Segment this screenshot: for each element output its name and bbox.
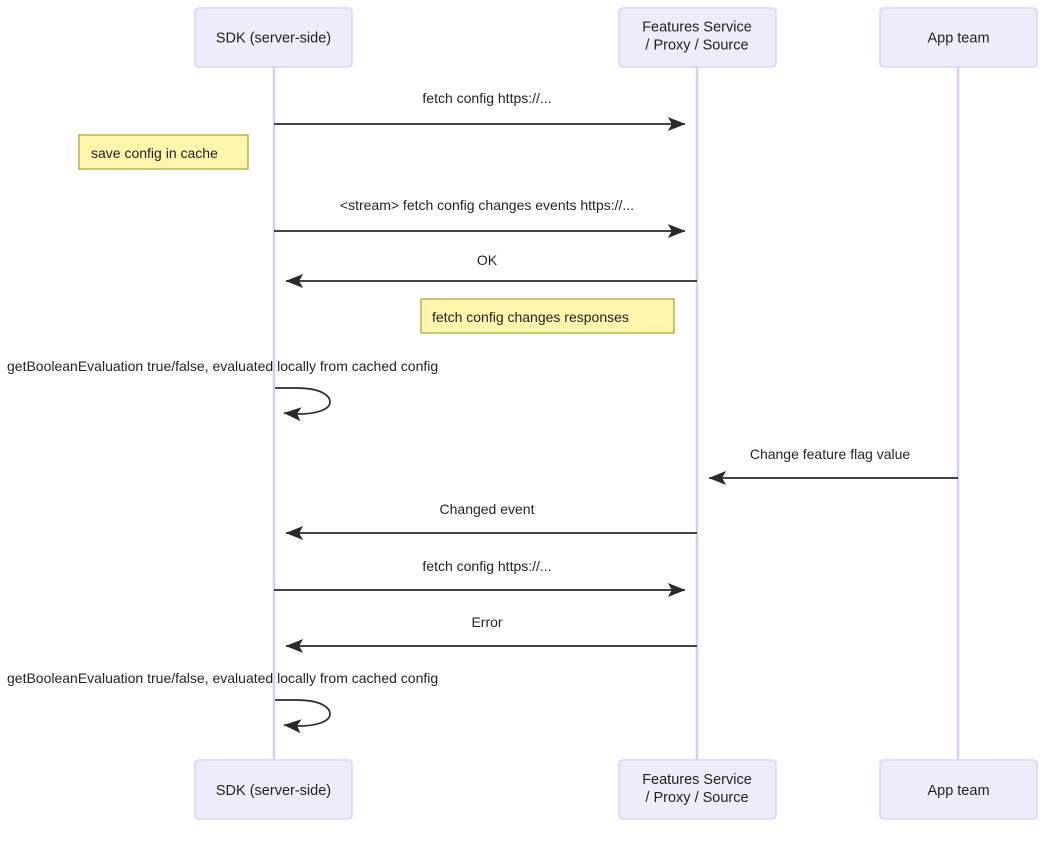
note-save-config-in-cache: save config in cache xyxy=(78,134,249,170)
participant-label: SDK (server-side) xyxy=(216,31,331,47)
message-fetch-config-1: fetch config https://... xyxy=(274,90,686,132)
self-loop-path xyxy=(275,387,331,422)
participant-label-line1: Features Service xyxy=(642,772,752,788)
message-label: fetch config https://... xyxy=(422,558,551,574)
participant-label-line1: Features Service xyxy=(642,20,752,36)
participant-label-line2: / Proxy / Source xyxy=(645,38,748,54)
message-fetch-config-2: fetch config https://... xyxy=(274,558,686,598)
message-changed-event: Changed event xyxy=(285,501,697,541)
message-label: Change feature flag value xyxy=(750,446,911,462)
message-label: getBooleanEvaluation true/false, evaluat… xyxy=(7,358,438,374)
participant-label: App team xyxy=(927,783,989,799)
message-stream-fetch-config-changes: <stream> fetch config changes events htt… xyxy=(274,197,686,239)
message-label: Error xyxy=(471,614,502,630)
message-label: <stream> fetch config changes events htt… xyxy=(340,197,634,213)
note-fetch-config-changes-responses: fetch config changes responses xyxy=(420,298,675,334)
participant-label-line2: / Proxy / Source xyxy=(645,790,748,806)
participant-sdk-top[interactable]: SDK (server-side) xyxy=(194,7,353,68)
participant-box[interactable] xyxy=(618,759,777,820)
participant-features-top[interactable]: Features Service / Proxy / Source xyxy=(618,7,777,68)
participant-box[interactable] xyxy=(194,759,353,820)
note-label: fetch config changes responses xyxy=(432,309,629,325)
message-label: OK xyxy=(477,252,498,268)
lifelines-group xyxy=(272,67,960,760)
participant-box[interactable] xyxy=(194,7,353,68)
participant-box[interactable] xyxy=(879,7,1038,68)
participant-label: SDK (server-side) xyxy=(216,783,331,799)
participant-box[interactable] xyxy=(618,7,777,68)
message-get-boolean-evaluation-2: getBooleanEvaluation true/false, evaluat… xyxy=(7,670,438,734)
participant-label: App team xyxy=(927,31,989,47)
note-label: save config in cache xyxy=(91,145,218,161)
participant-appteam-top[interactable]: App team xyxy=(879,7,1038,68)
participant-features-bottom[interactable]: Features Service / Proxy / Source xyxy=(618,759,777,820)
message-label: fetch config https://... xyxy=(422,90,551,106)
participant-sdk-bottom[interactable]: SDK (server-side) xyxy=(194,759,353,820)
message-label: Changed event xyxy=(440,501,535,517)
participant-appteam-bottom[interactable]: App team xyxy=(879,759,1038,820)
note-box xyxy=(420,298,675,334)
note-box xyxy=(78,134,249,170)
message-label: getBooleanEvaluation true/false, evaluat… xyxy=(7,670,438,686)
message-error: Error xyxy=(285,614,697,654)
message-change-feature-flag-value: Change feature flag value xyxy=(708,446,958,486)
message-ok: OK xyxy=(285,252,697,289)
self-loop-path xyxy=(275,699,331,734)
participant-box[interactable] xyxy=(879,759,1038,820)
message-get-boolean-evaluation-1: getBooleanEvaluation true/false, evaluat… xyxy=(7,358,438,422)
